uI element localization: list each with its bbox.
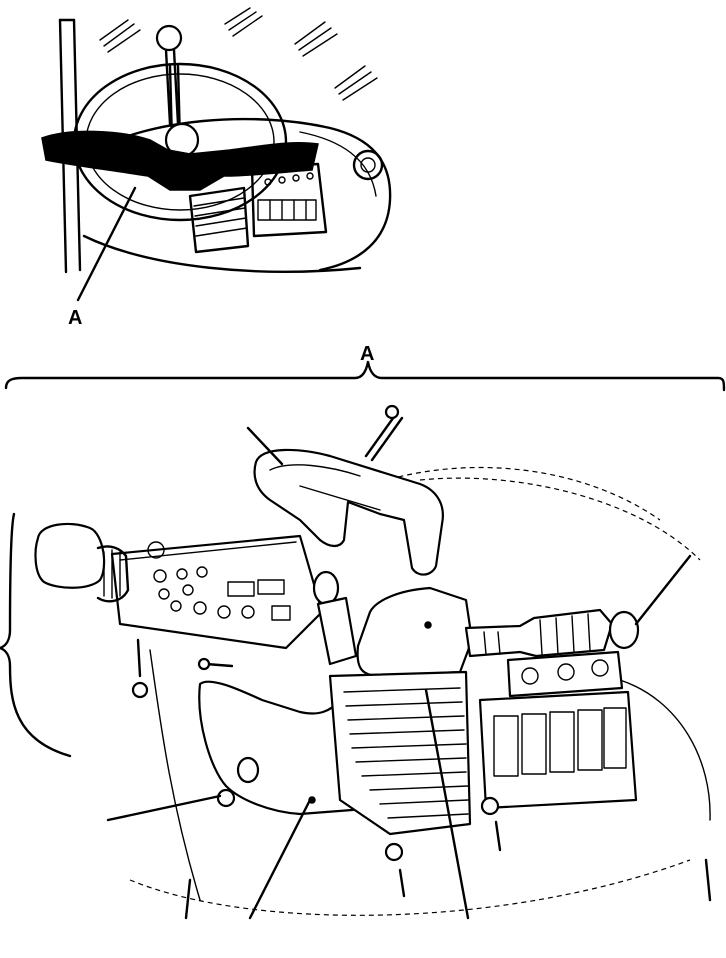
console-highlight [41, 130, 319, 191]
switch-panel [250, 162, 328, 238]
top-callout-label: A [68, 307, 82, 329]
multifunction-stalk [464, 608, 640, 658]
windshield-reflections [99, 7, 378, 101]
switch-module [110, 534, 324, 650]
side-brace [0, 512, 72, 758]
shroud-screw [364, 404, 404, 462]
cab-overview-inset: A [41, 7, 392, 329]
column-boot [188, 186, 250, 254]
screws [131, 638, 502, 898]
leader-lines [106, 426, 712, 920]
shift-knob [34, 522, 130, 603]
upper-shroud [253, 448, 444, 576]
detail-bracket: A [4, 343, 726, 392]
top-leader-line [76, 186, 137, 302]
bracket-callout-label: A [360, 343, 374, 365]
rocker-panel [478, 690, 638, 810]
exploded-detail-view [0, 404, 712, 920]
center-lever [312, 570, 358, 666]
indicator-lamps [506, 650, 624, 698]
switch-housing [356, 586, 474, 678]
bellows-boot [328, 670, 472, 836]
shift-lever [155, 24, 200, 158]
